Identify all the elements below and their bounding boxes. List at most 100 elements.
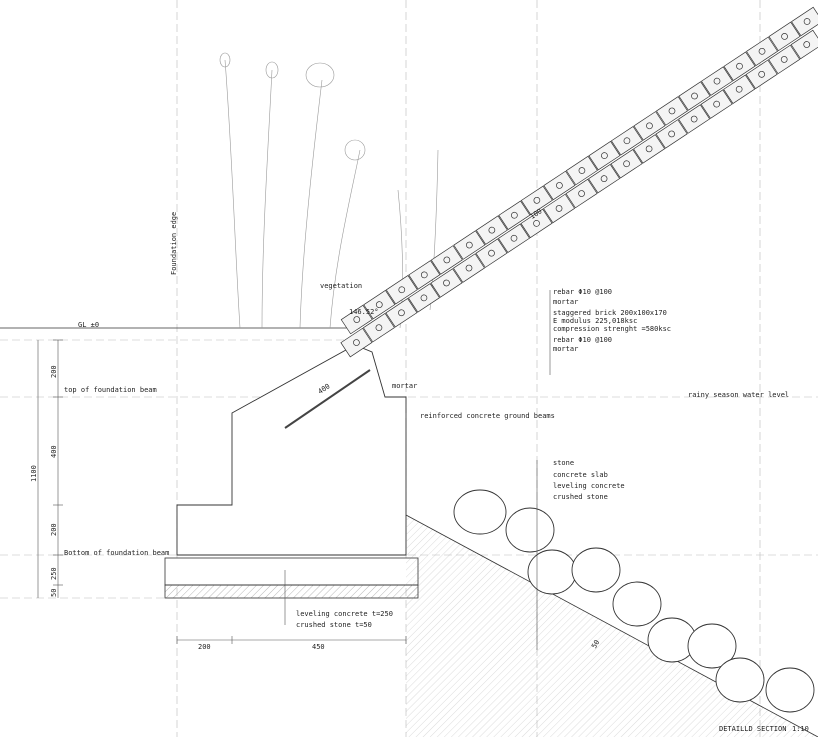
brick [385, 275, 418, 305]
brick [723, 51, 756, 81]
brick [363, 289, 396, 320]
brick [452, 253, 486, 283]
rebar-hole [735, 85, 743, 93]
rebar-hole [645, 145, 653, 153]
dim-v3: 200 [50, 523, 58, 536]
label-foundation-edge: Foundation edge [170, 211, 178, 275]
brick [475, 238, 508, 268]
label-ground-beams: reinforced concrete ground beams [420, 412, 555, 420]
brick [633, 111, 666, 141]
rebar-hole [578, 167, 586, 174]
brick [588, 140, 621, 171]
rebar-hole [488, 249, 495, 257]
brick [453, 230, 486, 260]
label-water-level: rainy season water level [688, 391, 790, 399]
brick [520, 208, 553, 239]
rebar-hole [353, 316, 361, 323]
dim-total: 1100 [30, 465, 38, 482]
brick [700, 89, 733, 119]
dim-v2: 400 [50, 445, 58, 458]
rebar-hole [465, 264, 473, 272]
wall-callout: E modulus 225,018ksc [553, 317, 638, 325]
rebar-hole [533, 220, 540, 227]
rebar-hole [533, 196, 541, 204]
rebar-hole [398, 286, 406, 294]
rebar-hole [443, 279, 450, 287]
rebar-hole [758, 70, 766, 78]
brick [610, 125, 643, 156]
label-angle: 146.52° [349, 308, 379, 316]
rebar-hole [623, 137, 631, 145]
foundation-beam [176, 344, 407, 556]
rebar-hole [758, 47, 766, 55]
brick [385, 298, 418, 328]
rebar-hole [375, 301, 383, 309]
brick [475, 215, 508, 245]
brick [430, 268, 463, 298]
rebar-hole [488, 226, 496, 234]
wall-callout: rebar Φ10 @100 [553, 288, 613, 296]
brick [362, 312, 395, 343]
rebar-hole [736, 62, 743, 70]
brick [745, 59, 778, 90]
label-leveling: leveling concrete t=250 [296, 610, 393, 618]
rebar-hole [690, 115, 698, 123]
rebar-hole [398, 309, 405, 317]
rebar-hole [420, 294, 428, 302]
rebar-hole [443, 256, 451, 264]
brick [565, 155, 598, 186]
label-gl: GL ±0 [78, 321, 100, 329]
rebar-hole [353, 339, 360, 346]
rebar-hole [601, 152, 608, 159]
brick [588, 163, 621, 194]
label-bottom-beam: Bottom of foundation beam [64, 549, 170, 557]
rebar-hole [713, 100, 721, 108]
dim-h2: 450 [312, 643, 325, 651]
slope-callout: crushed stone [553, 493, 608, 501]
slope-callout: stone [553, 459, 575, 467]
leveling-concrete [164, 557, 419, 586]
rebar-hole [803, 18, 811, 25]
rebar-hole [780, 56, 788, 63]
rebar-hole [510, 234, 518, 242]
slope-callout: leveling concrete [553, 482, 625, 490]
brick [430, 245, 463, 275]
vegetation-sketch [219, 52, 439, 329]
rebar-hole [668, 130, 675, 138]
brick [520, 185, 553, 216]
dim-v4: 250 [50, 567, 58, 580]
brick [543, 193, 576, 224]
drawing-title: DETAILLD SECTION [719, 725, 787, 733]
brick [746, 36, 779, 67]
brick [723, 74, 756, 104]
brick [610, 149, 643, 179]
anchor-rebar [284, 369, 371, 429]
stones [453, 489, 815, 713]
drawing-scale: 1:10 [792, 725, 809, 733]
rebar-hole [646, 122, 653, 130]
label-crushed: crushed stone t=50 [296, 621, 372, 629]
brick [340, 327, 373, 358]
wall-callout: staggered brick 200x100x170 [553, 309, 667, 317]
crushed-stone [164, 584, 419, 599]
rebar-hole [623, 160, 630, 168]
brick [678, 81, 711, 111]
brick [543, 170, 576, 201]
brick [633, 134, 666, 164]
brick [655, 96, 688, 126]
rebar-hole [511, 211, 518, 219]
label-top-beam: top of foundation beam [64, 386, 157, 394]
dim-h1: 200 [198, 643, 211, 651]
rebar-hole [555, 205, 563, 212]
brick [655, 119, 688, 149]
rebar-hole [578, 190, 585, 197]
rebar-hole [668, 107, 676, 115]
rebar-hole [691, 92, 698, 100]
brick [407, 283, 440, 313]
slope-callout: concrete slab [553, 471, 608, 479]
rebar-hole [420, 271, 428, 279]
wall-callout: compression strenght =580ksc [553, 325, 672, 333]
brick [408, 260, 441, 290]
